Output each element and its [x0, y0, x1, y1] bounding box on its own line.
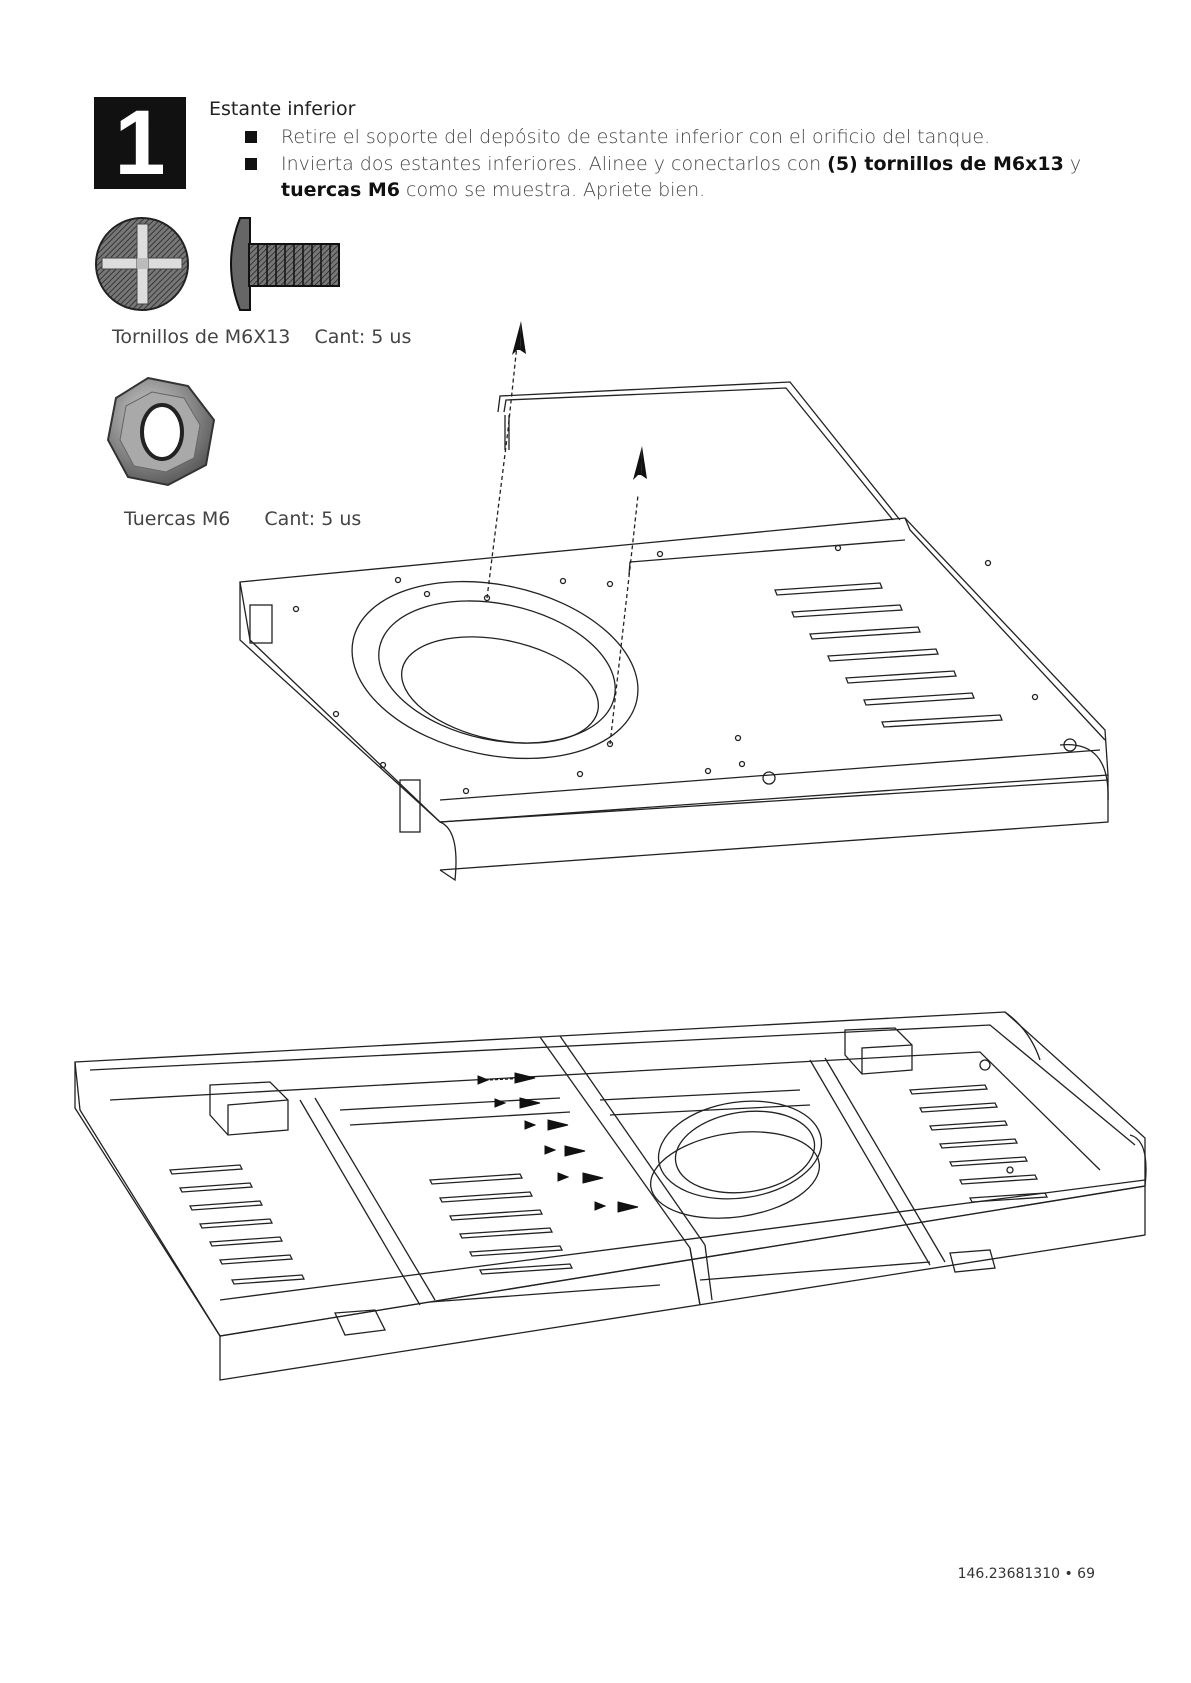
nut-name: Tuercas M6 [124, 508, 230, 530]
screw-name: Tornillos de M6X13 [112, 326, 290, 348]
hex-nut-icon [108, 378, 214, 485]
nut-label: Tuercas M6 Cant: 5 us [124, 508, 361, 530]
screw-insert-arrows [478, 1073, 638, 1212]
arrow-up-icon [512, 321, 647, 480]
nut-quantity: Cant: 5 us [264, 508, 361, 530]
joined-shelves-view [75, 1012, 1146, 1380]
screw-label: Tornillos de M6X13 Cant: 5 us [112, 326, 411, 348]
screw-quantity: Cant: 5 us [314, 326, 411, 348]
page-reference: 146.23681310 • 69 [958, 1566, 1095, 1582]
screw-side-icon [231, 218, 339, 310]
screw-head-icon [96, 218, 188, 310]
lower-shelf-top-view [240, 345, 1108, 880]
